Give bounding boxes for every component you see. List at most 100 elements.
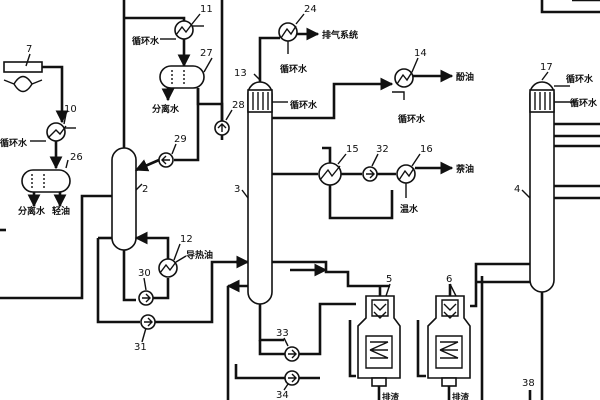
pump-32 (362, 166, 378, 182)
label-17: 17 (540, 62, 553, 73)
leader-30 (143, 277, 147, 291)
label-4: 4 (514, 184, 520, 195)
pipe-30-to-12 (153, 278, 170, 300)
leader-31 (141, 327, 147, 343)
label-5: 5 (386, 274, 392, 285)
heater-6 (427, 295, 471, 387)
text-heat-oil: 导热油 (186, 249, 213, 261)
air-cooler-7 (3, 61, 43, 93)
leader-7 (25, 53, 31, 67)
pipe-4-right-2 (554, 184, 600, 200)
pipe-to-31 (96, 238, 140, 324)
pump-34 (284, 370, 300, 386)
pipe-15-loop (328, 185, 394, 220)
leader-34 (283, 383, 289, 391)
pipe-3-top (258, 36, 280, 82)
label-24: 24 (304, 4, 317, 15)
pipe-27-to-29 (174, 88, 200, 162)
label-11: 11 (200, 4, 213, 15)
heater-12 (158, 258, 178, 278)
cw-14 (392, 91, 405, 100)
label-26: 26 (70, 152, 83, 163)
pipe-3-to-5 (272, 260, 390, 288)
pipe-to-33 (258, 340, 285, 356)
text-warm-water: 温水 (400, 203, 419, 215)
text-cooling-water-14: 循环水 (398, 113, 426, 125)
pump-33 (284, 346, 300, 362)
column-3 (247, 81, 273, 305)
pump-31 (140, 314, 156, 330)
exchanger-15 (318, 162, 342, 186)
text-light-oil: 轻油 (52, 205, 70, 217)
leader-14 (411, 57, 419, 73)
text-phenol-oil: 酚油 (456, 71, 474, 83)
label-27: 27 (200, 48, 213, 59)
leader-13 (253, 73, 261, 81)
condenser-14 (394, 68, 414, 88)
pump-29 (158, 152, 174, 168)
pipe-3-to-14 (272, 77, 394, 120)
leader-4 (521, 189, 531, 199)
leader-15 (337, 153, 347, 165)
column-4 (529, 81, 555, 293)
label-13: 13 (234, 68, 247, 79)
text-exhaust: 排气系统 (322, 29, 358, 41)
label-10: 10 (64, 104, 77, 115)
label-6: 6 (446, 274, 452, 285)
separator-26 (21, 169, 71, 193)
pipe-2-to-11 (124, 16, 186, 21)
label-29: 29 (174, 134, 187, 145)
pipe-12-return (134, 231, 170, 259)
text-naph-oil: 萘油 (455, 163, 474, 175)
label-34: 34 (276, 390, 289, 400)
label-32: 32 (376, 144, 389, 155)
text-cooling-water-11: 循环水 (132, 35, 160, 47)
leader-28 (225, 109, 233, 121)
text-cooling-water-24: 循环水 (280, 63, 308, 75)
label-14: 14 (414, 48, 427, 59)
condenser-10 (46, 122, 67, 142)
leader-26 (65, 159, 69, 169)
heat-oil-in (175, 255, 187, 263)
pipe-31-to-3 (155, 255, 250, 324)
leader-32 (371, 153, 379, 167)
pipe-top-right (540, 0, 600, 14)
text-separated-water-27: 分离水 (152, 103, 180, 115)
pipe-29-to-2 (134, 158, 160, 172)
column-2 (111, 147, 137, 251)
pipe-5-left (348, 320, 356, 378)
pipe-4-right (554, 122, 600, 148)
pipe-33-to-5 (299, 302, 356, 356)
leader-3 (241, 189, 249, 199)
text-separated-water-26: 分离水 (18, 205, 46, 217)
label-15: 15 (346, 144, 359, 155)
text-slag-6: 排渣 (452, 392, 470, 400)
leader-12 (173, 243, 181, 261)
label-30: 30 (138, 268, 151, 279)
label-3: 3 (234, 184, 240, 195)
label-7: 7 (26, 44, 32, 55)
pipe-feed-to-2 (0, 194, 112, 300)
leader-11 (191, 13, 201, 25)
condenser-24 (278, 22, 298, 42)
leader-33 (283, 337, 289, 347)
label-28: 28 (232, 100, 245, 111)
pipe-2-bottom (122, 250, 136, 302)
pipe-6-left (416, 320, 426, 378)
leader-6 (449, 283, 457, 297)
label-16: 16 (420, 144, 433, 155)
leader-5 (385, 283, 391, 297)
label-38: 38 (522, 378, 535, 389)
condenser-11 (174, 20, 194, 40)
text-cooling-water-17a: 循环水 (566, 73, 594, 85)
leader-16 (411, 153, 421, 167)
pipe-to-34 (234, 364, 285, 380)
leader-2 (135, 183, 143, 191)
leader-29 (171, 143, 177, 155)
label-12: 12 (180, 234, 193, 245)
text-cooling-water-17b: 循环水 (570, 97, 598, 109)
pump-30 (138, 290, 154, 306)
separator-27 (159, 65, 205, 89)
pipe-7-to-10 (42, 65, 69, 124)
